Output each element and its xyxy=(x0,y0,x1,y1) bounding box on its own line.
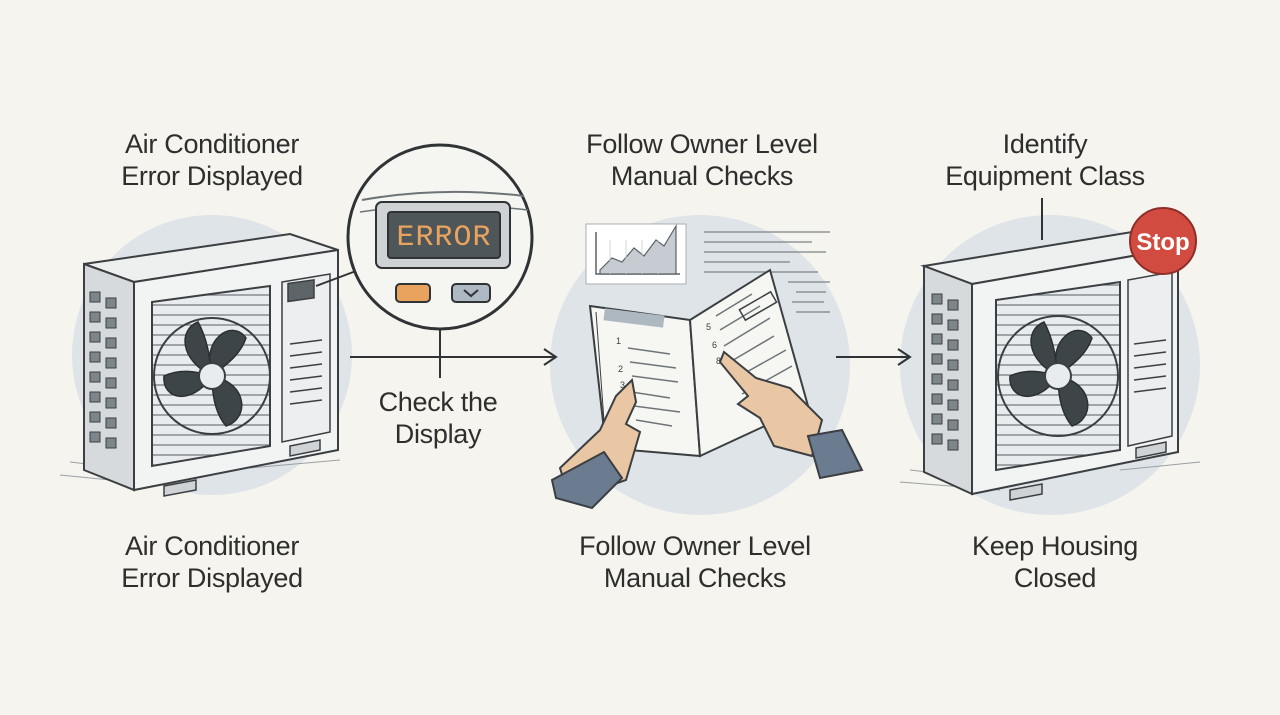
step1-caption-line2: Error Displayed xyxy=(121,563,303,593)
step3-title: Identify Equipment Class xyxy=(920,128,1170,192)
svg-text:8: 8 xyxy=(716,356,721,366)
step3-title-line1: Identify xyxy=(1002,129,1088,159)
display-magnifier xyxy=(315,143,534,378)
svg-text:1: 1 xyxy=(616,336,621,346)
step2-caption-line2: Manual Checks xyxy=(603,563,787,593)
display-error-text: ERROR xyxy=(396,221,491,255)
step2-caption: Follow Owner Level Manual Checks xyxy=(550,530,840,594)
svg-text:6: 6 xyxy=(712,340,717,350)
chart-sheet xyxy=(585,223,687,285)
step3-caption: Keep Housing Closed xyxy=(940,530,1170,594)
step1-title: Air Conditioner Error Displayed xyxy=(92,128,332,192)
open-manual: 1234 568 xyxy=(550,268,864,510)
step1-caption: Air Conditioner Error Displayed xyxy=(92,530,332,594)
ac-outdoor-unit-3 xyxy=(920,198,1197,501)
stop-badge xyxy=(1129,207,1197,275)
svg-text:2: 2 xyxy=(618,364,623,374)
callout-label: Check the Display xyxy=(356,386,520,450)
callout-line1: Check the xyxy=(378,387,498,417)
step3-caption-line1: Keep Housing xyxy=(971,531,1139,561)
svg-text:3: 3 xyxy=(620,380,625,390)
step2-title-line1: Follow Owner Level xyxy=(586,129,818,159)
arrow-1 xyxy=(350,348,558,366)
step3-title-line2: Equipment Class xyxy=(945,161,1145,191)
svg-text:5: 5 xyxy=(706,322,711,332)
arrow-2 xyxy=(836,348,912,366)
notes-sheet xyxy=(704,231,830,313)
callout-line2: Display xyxy=(394,419,482,449)
step2-title-line2: Manual Checks xyxy=(610,161,794,191)
step2-caption-line1: Follow Owner Level xyxy=(579,531,811,561)
step1-caption-line1: Air Conditioner xyxy=(124,531,300,561)
step1-title-line2: Error Displayed xyxy=(121,161,303,191)
step1-title-line1: Air Conditioner xyxy=(124,129,300,159)
step2-title: Follow Owner Level Manual Checks xyxy=(560,128,844,192)
ac-outdoor-unit-1 xyxy=(83,232,339,497)
stop-badge-text: Stop xyxy=(1136,229,1189,256)
step3-caption-line2: Closed xyxy=(1013,563,1097,593)
